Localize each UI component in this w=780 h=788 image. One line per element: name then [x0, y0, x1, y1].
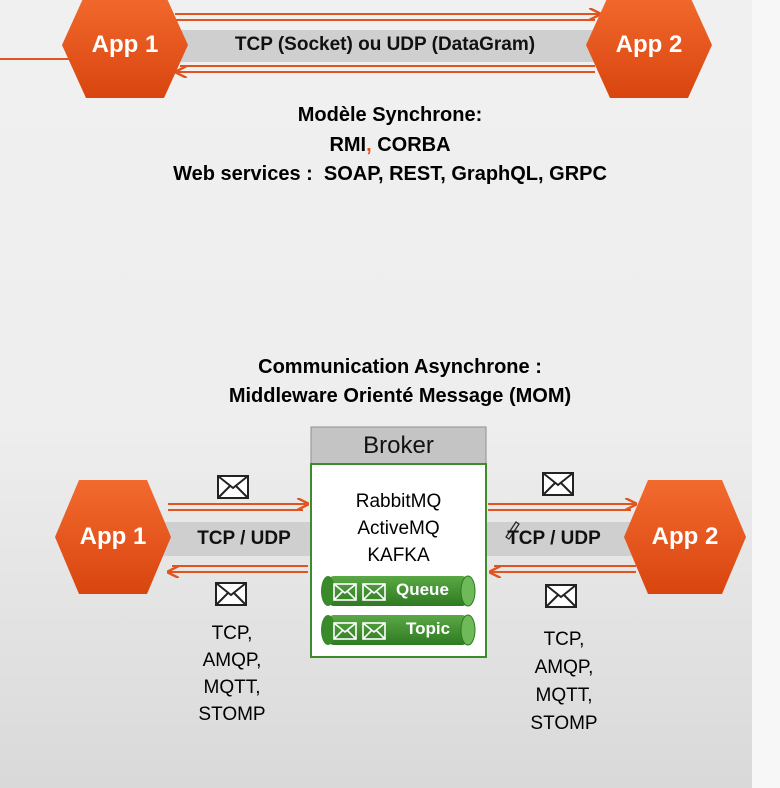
comma-separator: ,: [366, 134, 372, 156]
queue-label: Queue: [396, 580, 449, 599]
async-left-band: [160, 522, 312, 556]
side-panel: [752, 0, 780, 788]
async-left-channel-label: TCP / UDP: [197, 528, 291, 549]
envelope-icon: [217, 475, 249, 499]
protocol-item: AMQP,: [534, 657, 594, 678]
async-title-line1: Communication Asynchrone :: [258, 356, 542, 378]
sync-app1-label: App 1: [91, 31, 159, 58]
protocol-item: MQTT,: [535, 685, 593, 706]
topic-cylinder: [321, 614, 476, 646]
pen-cursor-icon: [505, 521, 520, 540]
broker-item-rabbitmq: RabbitMQ: [355, 491, 442, 512]
protocol-item: STOMP: [530, 713, 598, 734]
envelope-icon: [215, 582, 247, 606]
async-app2-hexagon: [624, 480, 746, 594]
sync-app1-hexagon: [62, 0, 188, 98]
protocol-item: AMQP,: [202, 650, 262, 671]
sync-middleware-line: RMI, CORBA: [180, 134, 600, 157]
protocol-item: TCP,: [211, 623, 253, 644]
async-app2-label: App 2: [651, 523, 719, 550]
protocol-item: MQTT,: [203, 677, 261, 698]
protocol-item: STOMP: [198, 704, 266, 725]
rmi-label: RMI: [329, 134, 367, 156]
sync-channel-label: TCP (Socket) ou UDP (DataGram): [234, 34, 536, 55]
protocol-item: TCP,: [543, 629, 585, 650]
async-app1-hexagon: [55, 480, 171, 594]
envelope-icon: [542, 472, 574, 496]
async-right-band: [486, 522, 638, 556]
broker-item-kafka: KAFKA: [367, 545, 430, 566]
topic-label: Topic: [406, 619, 451, 638]
protocols-right: TCP, AMQP, MQTT, STOMP: [504, 626, 624, 738]
envelope-icon: [545, 584, 577, 608]
sync-app2-label: App 2: [615, 31, 683, 58]
async-right-channel-label: TCP / UDP: [507, 528, 601, 549]
async-app1-label: App 1: [79, 523, 147, 550]
async-title-line2: Middleware Orienté Message (MOM): [228, 385, 572, 407]
protocols-left: TCP, AMQP, MQTT, STOMP: [172, 620, 292, 728]
broker-item-activemq: ActiveMQ: [357, 518, 440, 539]
broker-header: Broker: [363, 432, 434, 459]
sync-webservices-line: Web services : SOAP, REST, GraphQL, GRPC: [173, 163, 607, 185]
corba-label: CORBA: [371, 134, 451, 156]
sync-channel-band: [150, 30, 618, 62]
sync-app2-hexagon: [586, 0, 712, 98]
sync-title: Modèle Synchrone:: [297, 104, 483, 126]
